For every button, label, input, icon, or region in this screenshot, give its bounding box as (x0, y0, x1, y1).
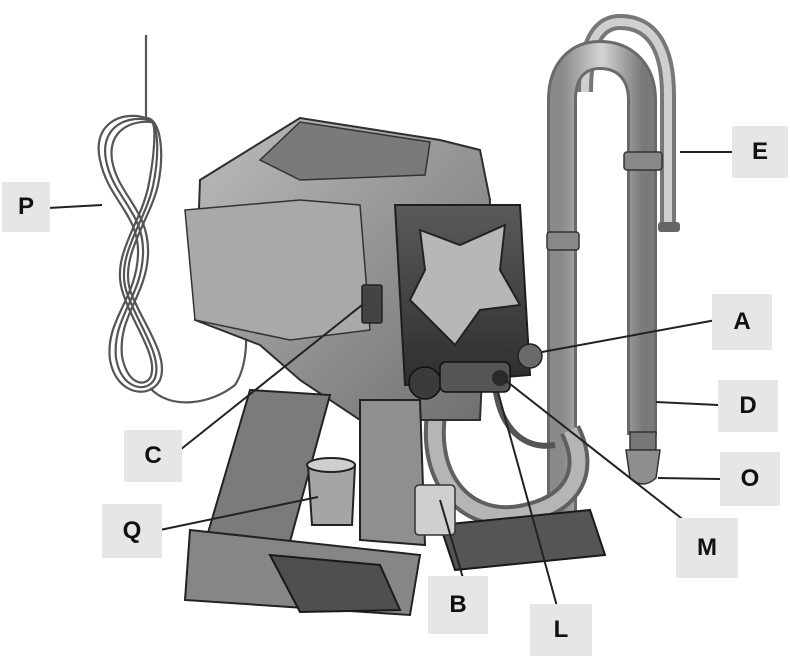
callout-O-text: O (740, 465, 760, 492)
leader-lines (47, 151, 732, 611)
callout-L-text: L (553, 616, 569, 643)
callout-Q: Q (102, 504, 162, 558)
suction-and-return-tubes (546, 13, 680, 520)
callout-E: E (732, 126, 788, 178)
callout-P: P (2, 182, 50, 232)
leader-Q (159, 496, 319, 531)
callout-B: B (428, 576, 488, 634)
callout-A-text: A (733, 308, 751, 335)
leader-A (541, 319, 717, 353)
sprayer-body (184, 116, 543, 421)
callout-L: L (530, 604, 592, 656)
callout-M: M (676, 518, 738, 578)
leader-C (179, 304, 363, 451)
callout-Q-text: Q (122, 517, 142, 544)
callout-C-text: C (144, 442, 162, 469)
callout-D-text: D (739, 392, 757, 419)
prime-return-hose (423, 384, 590, 528)
callout-M-text: M (697, 534, 717, 561)
leader-O (657, 477, 721, 480)
callout-D: D (718, 380, 778, 432)
leader-D (655, 401, 719, 406)
leader-P (47, 204, 103, 209)
sprayer-frame (183, 388, 607, 617)
leader-L (497, 391, 559, 611)
callout-A: A (712, 294, 772, 350)
leader-B (439, 499, 464, 579)
power-cord (97, 35, 248, 404)
callout-C: C (124, 430, 182, 482)
callout-P-text: P (17, 193, 34, 220)
leader-M (504, 379, 691, 526)
callout-E-text: E (751, 138, 768, 165)
filter-cup (306, 457, 357, 526)
callout-O: O (720, 452, 780, 506)
callout-B-text: B (449, 591, 467, 618)
